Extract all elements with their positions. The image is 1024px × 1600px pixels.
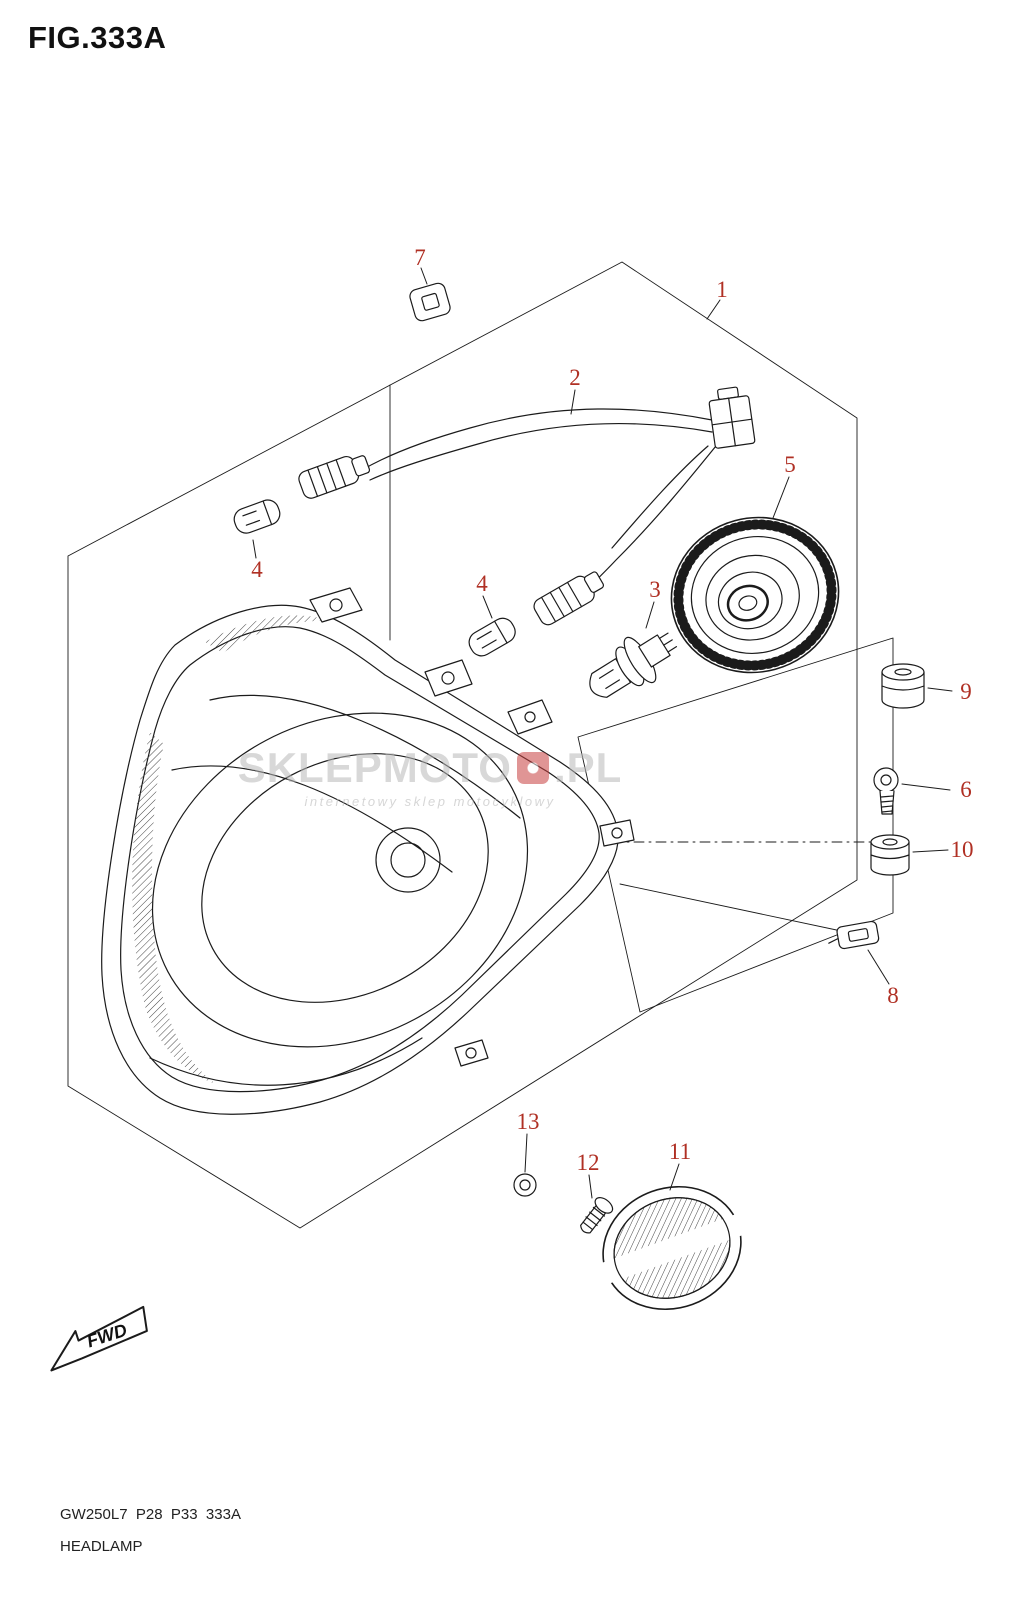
part-label-1: 1 [716, 277, 728, 302]
grommet-upper [881, 663, 925, 709]
part-label-6: 6 [960, 777, 972, 802]
footer-part-code: GW250L7 P28 P33 333A [60, 1506, 241, 1523]
part-label-7: 7 [414, 245, 426, 270]
part-label-3: 3 [649, 577, 661, 602]
bulb-socket-right [533, 571, 605, 626]
figure-title: FIG.333A [28, 20, 167, 55]
round-lens [599, 1185, 746, 1311]
clip-nut-upper [409, 282, 451, 322]
lens-screw [580, 1197, 614, 1234]
part-label-11: 11 [668, 1139, 692, 1164]
part-label-4-right: 4 [476, 571, 488, 596]
mount-screw [873, 767, 899, 815]
part-label-13: 13 [516, 1109, 540, 1134]
headlamp-housing [101, 587, 635, 1115]
bulb-socket-left [298, 455, 371, 499]
assembly-outline-box [67, 261, 894, 1229]
grommet-lower [870, 834, 910, 876]
wedge-bulb-left [233, 499, 281, 534]
part-label-12: 12 [576, 1150, 600, 1175]
part-label-9: 9 [960, 679, 972, 704]
leader-lines [252, 267, 953, 1199]
clip-nut-lower [828, 920, 880, 950]
wiring-harness [298, 386, 756, 626]
footer-figure-name: HEADLAMP [60, 1538, 143, 1555]
part-label-2: 2 [569, 365, 581, 390]
part-label-10: 10 [950, 837, 974, 862]
wedge-bulb-right [468, 617, 516, 657]
fwd-arrow: FWD [50, 1305, 148, 1372]
harness-connector [708, 386, 756, 449]
halogen-bulb [589, 632, 678, 698]
part-label-5: 5 [784, 452, 796, 477]
back-cover-ring [670, 516, 840, 674]
lens-washer [513, 1173, 537, 1197]
part-label-4-left: 4 [251, 557, 263, 582]
part-label-8: 8 [887, 983, 899, 1008]
